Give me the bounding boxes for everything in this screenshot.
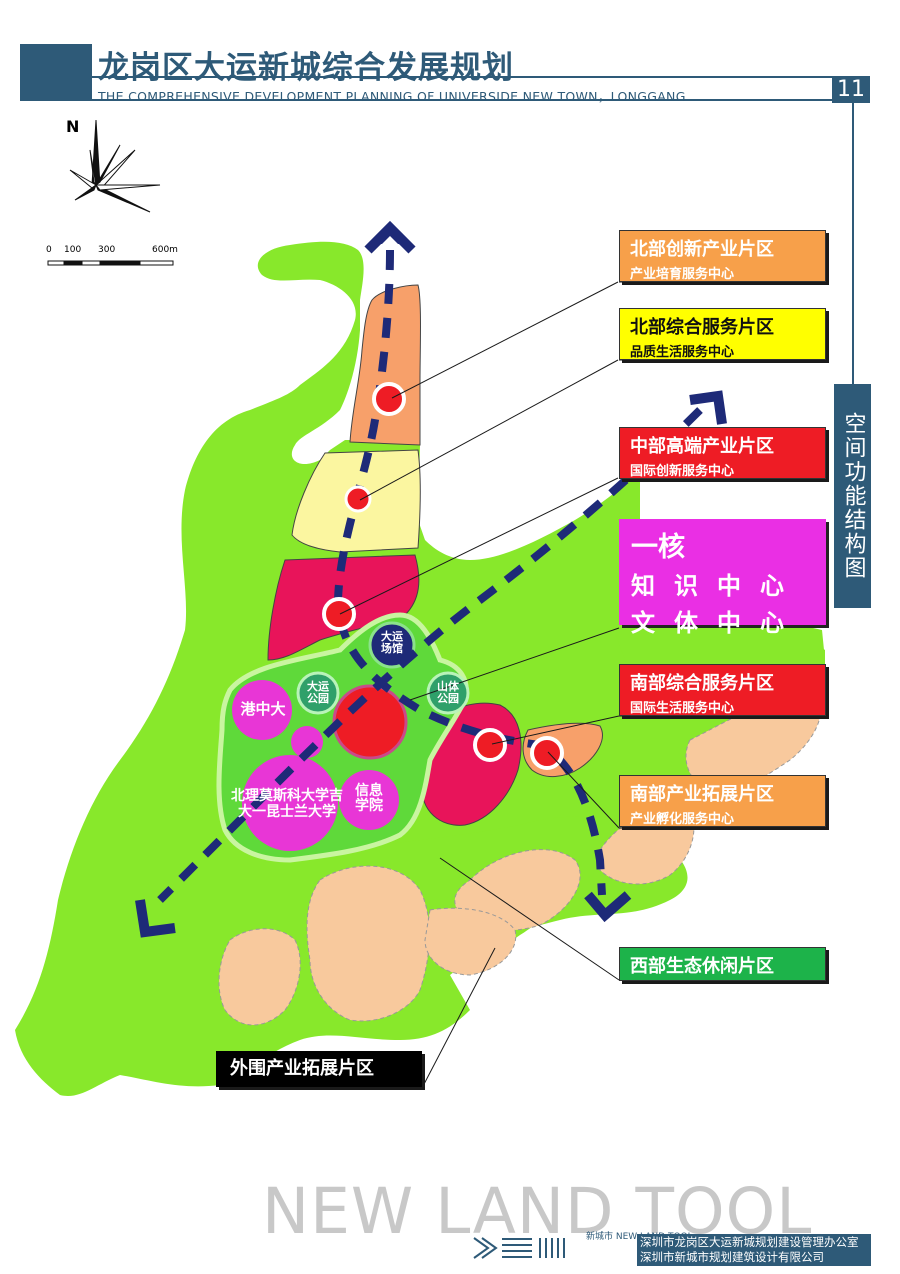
- compass-icon: [69, 119, 161, 213]
- core-zone-box: 一核 知识中心 文体中心: [619, 519, 826, 637]
- info-college-circle: [339, 770, 399, 830]
- dayun-park-label: 大运公园: [307, 680, 329, 706]
- shanti-park-label: 山体公园: [437, 680, 459, 706]
- core-title: 一核: [631, 532, 685, 563]
- northeast-arrow-chevron: [689, 390, 727, 425]
- hkcu-circle: [232, 680, 292, 740]
- zone-north-innovation: 北部创新产业片区 产业培育服务中心: [619, 230, 826, 282]
- leader-lines: [339, 281, 828, 1089]
- side-title: 空间功能结构图: [834, 384, 871, 608]
- zone-north-service-title: 北部综合服务片区: [630, 317, 774, 338]
- zone-central-industry-subtitle: 国际创新服务中心: [630, 464, 735, 479]
- scale-bar: [47, 260, 174, 266]
- core-circle: [332, 684, 408, 760]
- info-college-label: 信息学院: [355, 783, 383, 815]
- zone-central-industry: 中部高端产业片区 国际创新服务中心: [619, 427, 826, 479]
- footer-org-line1: 深圳市龙岗区大运新城规划建设管理办公室: [640, 1235, 859, 1249]
- zone-south-industry-subtitle: 产业孵化服务中心: [630, 812, 735, 827]
- footer-org-line2: 深圳市新城市规划建筑设计有限公司: [640, 1250, 824, 1264]
- scale-label-0: 0: [46, 245, 52, 255]
- zone-west-ecology: 西部生态休闲片区: [619, 947, 826, 981]
- page-number: 11: [832, 77, 870, 103]
- north-arrow-chevron: [364, 220, 416, 254]
- zone-south-industry-title: 南部产业拓展片区: [630, 784, 774, 805]
- zone-west-ecology-title: 西部生态休闲片区: [630, 956, 774, 977]
- hkcu-label: 港中大: [240, 700, 286, 718]
- logo-icon: [473, 1237, 565, 1259]
- dayun-park-circle: [296, 671, 340, 715]
- zone-south-service-subtitle: 国际生活服务中心: [630, 701, 735, 716]
- zone-south-industry: 南部产业拓展片区 产业孵化服务中心: [619, 775, 826, 827]
- scale-label-100: 100: [64, 245, 82, 255]
- outer-patch-4: [306, 865, 430, 1022]
- south-arrow-chevron: [584, 891, 632, 923]
- header-rule-bottom: [20, 99, 850, 101]
- zone-north-innovation-title: 北部创新产业片区: [630, 239, 774, 260]
- scale-label-600: 600m: [152, 245, 178, 255]
- southwest-arrow-chevron: [135, 899, 176, 938]
- right-rule: [852, 103, 854, 385]
- service-center-markers: [322, 382, 564, 770]
- footer-organizations: 深圳市龙岗区大运新城规划建设管理办公室 深圳市新城市规划建筑设计有限公司: [637, 1234, 871, 1266]
- universities-circle: [242, 755, 338, 851]
- core-line1: 知识中心: [631, 572, 803, 600]
- zone-north-service-subtitle: 品质生活服务中心: [630, 345, 735, 360]
- outer-patch-6: [424, 907, 517, 976]
- header-rule-top: [92, 76, 870, 78]
- zone-south-service-title: 南部综合服务片区: [630, 673, 774, 694]
- outer-patch-5: [218, 928, 301, 1026]
- page-title: 龙岗区大运新城综合发展规划: [98, 50, 514, 86]
- universities-label: 北理莫斯科大学吉大一昆士兰大学: [231, 788, 343, 820]
- diagonal-axis: [157, 407, 703, 903]
- zone-north-service: 北部综合服务片区 品质生活服务中心: [619, 308, 826, 360]
- zone-north-innovation-subtitle: 产业培育服务中心: [630, 267, 735, 282]
- scale-label-300: 300: [98, 245, 116, 255]
- venue-label: 大运场馆: [381, 630, 403, 656]
- venue-circle: [368, 621, 416, 669]
- page-subtitle: THE COMPREHENSIVE DEVELOPMENT PLANNING O…: [98, 89, 686, 104]
- header-accent-block: [20, 44, 92, 99]
- core-line2: 文体中心: [631, 609, 803, 637]
- outer-industry-zone: 外围产业拓展片区: [216, 1051, 422, 1087]
- zone-central-industry-title: 中部高端产业片区: [630, 436, 774, 457]
- zone-south-service: 南部综合服务片区 国际生活服务中心: [619, 664, 826, 716]
- compass-north-label: N: [66, 117, 80, 136]
